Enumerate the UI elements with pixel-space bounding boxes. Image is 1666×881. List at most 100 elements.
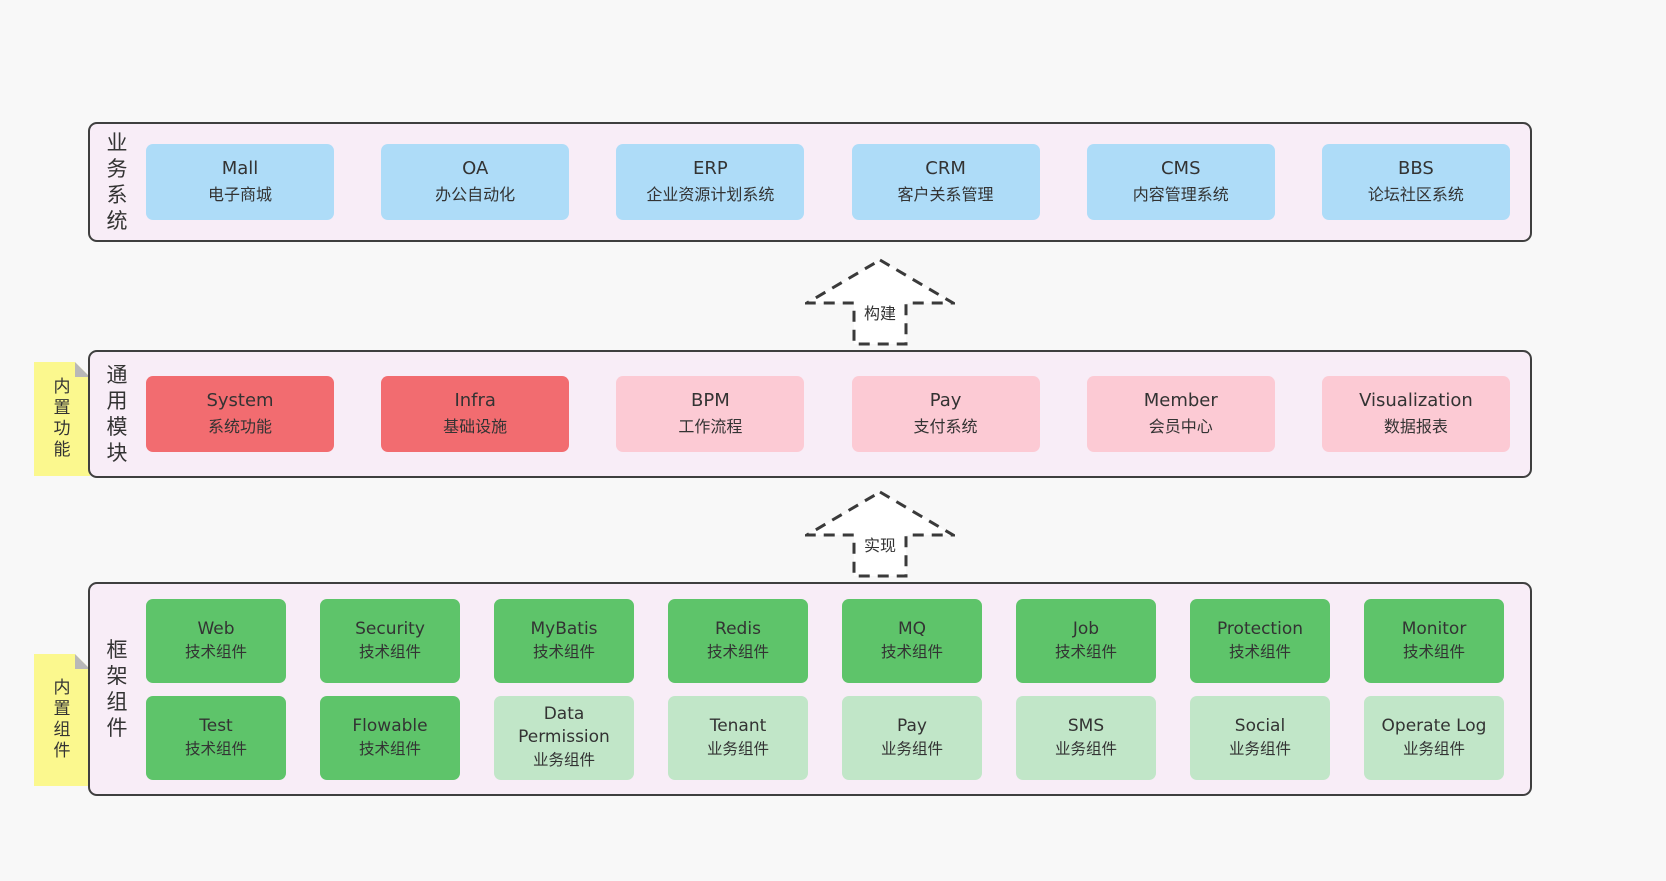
component-row-2: Test 技术组件 Flowable 技术组件 Data Permission … <box>146 695 1504 780</box>
box-mybatis: MyBatis 技术组件 <box>494 598 634 683</box>
box-title: OA <box>462 158 489 179</box>
band-framework-components: 框架组件 Web 技术组件 Security 技术组件 MyBatis 技术组件… <box>88 582 1532 796</box>
box-flowable: Flowable 技术组件 <box>320 695 460 780</box>
box-subtitle: 技术组件 <box>880 642 943 661</box>
box-sms: SMS 业务组件 <box>1016 695 1156 780</box>
box-title: Member <box>1143 390 1218 411</box>
module-boxes: System 系统功能 Infra 基础设施 BPM 工作流程 Pay 支付系统… <box>144 352 1530 476</box>
component-row-1: Web 技术组件 Security 技术组件 MyBatis 技术组件 Redi… <box>146 598 1504 683</box>
box-title: Redis <box>715 618 761 639</box>
box-member: Member 会员中心 <box>1086 376 1275 452</box>
box-mall: Mall 电子商城 <box>146 144 334 220</box>
arrow-up-implement: 实现 <box>805 490 955 578</box>
box-title: Pay <box>929 390 962 411</box>
box-title: ERP <box>693 158 728 179</box>
box-pay-biz: Pay 业务组件 <box>842 695 982 780</box>
band-business-systems: 业务系统 Mall 电子商城 OA 办公自动化 ERP 企业资源计划系统 CRM… <box>88 122 1532 242</box>
box-subtitle: 业务组件 <box>532 751 595 769</box>
box-subtitle: 基础设施 <box>443 417 508 436</box>
box-title: MQ <box>897 618 927 639</box>
box-title: CMS <box>1160 158 1201 179</box>
box-system: System 系统功能 <box>146 376 334 452</box>
box-data-permission: Data Permission 业务组件 <box>494 695 634 780</box>
box-bpm: BPM 工作流程 <box>616 376 805 452</box>
box-monitor: Monitor 技术组件 <box>1364 598 1504 683</box>
box-subtitle: 技术组件 <box>532 642 595 661</box>
box-job: Job 技术组件 <box>1016 598 1156 683</box>
box-subtitle: 系统功能 <box>207 417 272 436</box>
box-title: Job <box>1072 618 1100 639</box>
box-pay: Pay 支付系统 <box>851 376 1040 452</box>
box-subtitle: 业务组件 <box>706 739 769 758</box>
box-test: Test 技术组件 <box>146 695 286 780</box>
box-mq: MQ 技术组件 <box>842 598 982 683</box>
box-subtitle: 技术组件 <box>184 642 247 661</box>
box-web: Web 技术组件 <box>146 598 286 683</box>
box-title: Protection <box>1216 618 1303 639</box>
band-label-common-modules: 通用模块 <box>90 352 144 476</box>
box-title: Tenant <box>709 715 767 736</box>
box-title: Flowable <box>352 715 428 736</box>
box-bbs: BBS 论坛社区系统 <box>1321 144 1510 220</box>
business-boxes: Mall 电子商城 OA 办公自动化 ERP 企业资源计划系统 CRM 客户关系… <box>144 124 1530 240</box>
box-subtitle: 技术组件 <box>1054 642 1117 661</box>
box-subtitle: 业务组件 <box>1402 739 1465 758</box>
box-subtitle: 技术组件 <box>358 642 421 661</box>
box-social: Social 业务组件 <box>1190 695 1330 780</box>
box-protection: Protection 技术组件 <box>1190 598 1330 683</box>
sticky-note-built-in-components: 内置组件 <box>34 654 90 786</box>
band-label-text: 业务系统 <box>106 130 128 233</box>
band-label-text: 通用模块 <box>106 362 128 465</box>
box-visualization: Visualization 数据报表 <box>1321 376 1510 452</box>
box-subtitle: 会员中心 <box>1148 417 1213 436</box>
sticky-note-label: 内置组件 <box>53 678 71 761</box>
box-title: Monitor <box>1401 618 1467 639</box>
box-title: BBS <box>1398 158 1434 179</box>
box-cms: CMS 内容管理系统 <box>1086 144 1275 220</box>
box-title: Operate Log <box>1381 715 1487 736</box>
box-subtitle: 企业资源计划系统 <box>646 185 775 204</box>
band-label-text: 框架组件 <box>106 637 128 740</box>
band-label-framework-components: 框架组件 <box>90 584 144 794</box>
box-operate-log: Operate Log 业务组件 <box>1364 695 1504 780</box>
box-oa: OA 办公自动化 <box>381 144 570 220</box>
band-common-modules: 通用模块 System 系统功能 Infra 基础设施 BPM 工作流程 Pay… <box>88 350 1532 478</box>
box-subtitle: 电子商城 <box>207 185 272 204</box>
box-subtitle: 技术组件 <box>1402 642 1465 661</box>
box-title: Test <box>199 715 233 736</box>
box-subtitle: 业务组件 <box>1228 739 1291 758</box>
box-title: Infra <box>454 390 496 411</box>
box-subtitle: 办公自动化 <box>435 185 516 204</box>
box-title: Mall <box>221 158 259 179</box>
box-subtitle: 论坛社区系统 <box>1367 185 1464 204</box>
box-tenant: Tenant 业务组件 <box>668 695 808 780</box>
box-subtitle: 技术组件 <box>184 739 247 758</box>
box-subtitle: 技术组件 <box>358 739 421 758</box>
box-title: Security <box>355 618 425 639</box>
box-title: Web <box>197 618 235 639</box>
box-title: BPM <box>691 390 730 411</box>
box-crm: CRM 客户关系管理 <box>851 144 1040 220</box>
sticky-note-label: 内置功能 <box>53 377 71 460</box>
arrow-label-build: 构建 <box>860 300 900 324</box>
arrow-label-implement: 实现 <box>860 532 900 556</box>
box-subtitle: 数据报表 <box>1383 417 1448 436</box>
arrow-up-build: 构建 <box>805 258 955 346</box>
band-label-business-systems: 业务系统 <box>90 124 144 240</box>
box-title: Data Permission <box>518 704 610 747</box>
box-title: CRM <box>925 158 966 179</box>
sticky-note-built-in-features: 内置功能 <box>34 362 90 476</box>
box-title: System <box>206 390 274 411</box>
box-erp: ERP 企业资源计划系统 <box>616 144 805 220</box>
box-title: Social <box>1234 715 1286 736</box>
box-subtitle: 支付系统 <box>913 417 978 436</box>
box-subtitle: 技术组件 <box>1228 642 1291 661</box>
box-security: Security 技术组件 <box>320 598 460 683</box>
box-title: SMS <box>1067 715 1105 736</box>
box-title: Visualization <box>1359 390 1473 411</box>
box-subtitle: 技术组件 <box>706 642 769 661</box>
box-title: MyBatis <box>530 618 598 639</box>
box-subtitle: 业务组件 <box>880 739 943 758</box>
box-redis: Redis 技术组件 <box>668 598 808 683</box>
